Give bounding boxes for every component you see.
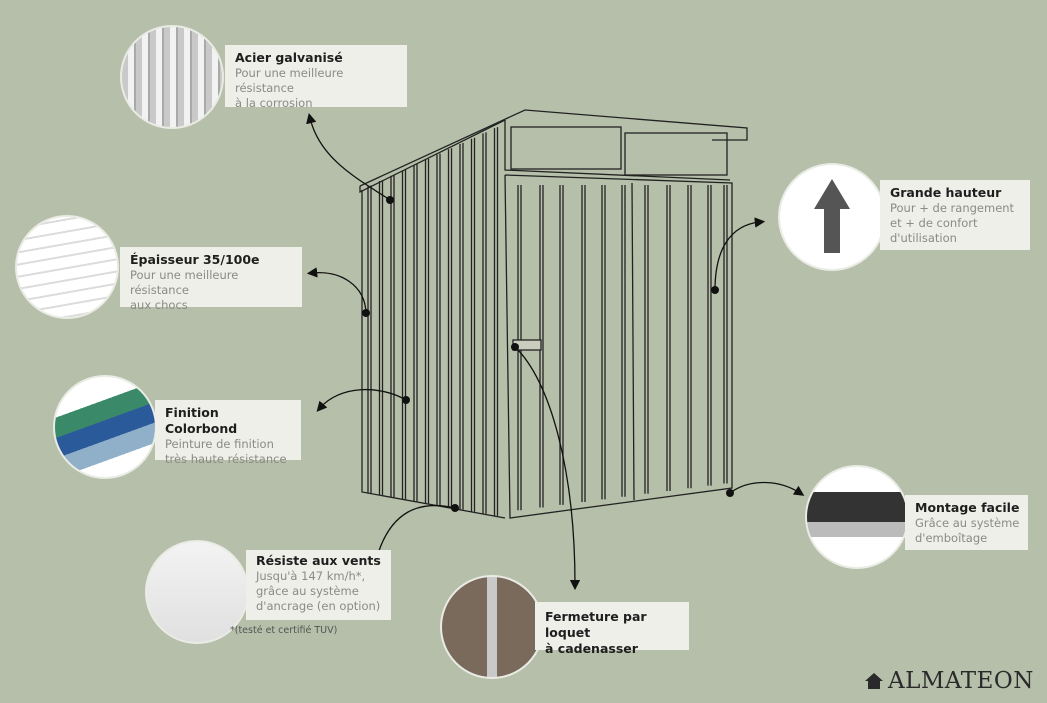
wind-anchor-image (145, 540, 249, 644)
callout-desc: et + de confort (890, 216, 978, 230)
callout-desc: à la corrosion (235, 96, 313, 110)
callout-wind-resistance: Résiste aux vents Jusqu'à 147 km/h*, grâ… (246, 550, 391, 620)
brand-name: ALMATEON (888, 668, 1034, 694)
callout-easy-assembly: Montage facile Grâce au système d'emboît… (905, 495, 1028, 550)
footnote: *(testé et certifié TUV) (230, 625, 338, 636)
callout-title: Finition Colorbond (165, 405, 238, 436)
brand-logo: ALMATEON (864, 668, 1034, 694)
easy-assembly-image (805, 465, 909, 569)
colorbond-finish-image (53, 375, 157, 479)
callout-desc: grâce au système (256, 584, 359, 598)
callout-padlock-latch: Fermeture par loquet à cadenasser (535, 602, 689, 656)
callout-desc: très haute résistance (165, 452, 287, 466)
padlock-latch-image (440, 575, 544, 679)
callout-title: Grande hauteur (890, 185, 1002, 200)
callout-desc: d'utilisation (890, 231, 957, 245)
callout-height: Grande hauteur Pour + de rangement et + … (880, 180, 1030, 250)
callout-title: Fermeture par loquet (545, 609, 647, 640)
callout-thickness: Épaisseur 35/100e Pour une meilleure rés… (120, 247, 302, 312)
callout-desc: d'ancrage (en option) (256, 599, 381, 613)
callout-title: Résiste aux vents (256, 553, 381, 568)
callout-galvanized-steel: Acier galvanisé Pour une meilleure résis… (225, 45, 407, 110)
callout-title: Montage facile (915, 500, 1020, 515)
callout-desc: Peinture de finition (165, 437, 274, 451)
galvanized-steel-image (120, 25, 224, 129)
callout-title: Épaisseur 35/100e (130, 252, 260, 267)
connector-lines (306, 112, 805, 591)
callout-desc: aux chocs (130, 298, 188, 312)
garden-shed (359, 109, 748, 519)
callout-desc: Grâce au système (915, 516, 1020, 530)
callout-desc: d'emboîtage (915, 531, 988, 545)
callout-desc: Pour + de rangement (890, 201, 1015, 215)
callout-desc: Pour une meilleure résistance (235, 66, 344, 95)
callout-desc: Jusqu'à 147 km/h*, (256, 569, 366, 583)
height-arrow-image (778, 163, 886, 271)
thickness-profile-image (15, 215, 119, 319)
callout-desc: Pour une meilleure résistance (130, 268, 239, 297)
connector-dots (362, 196, 734, 512)
callout-title: à cadenasser (545, 641, 638, 656)
callout-title: Acier galvanisé (235, 50, 343, 65)
house-icon (865, 673, 883, 689)
callout-colorbond: Finition Colorbond Peinture de finition … (155, 400, 301, 466)
